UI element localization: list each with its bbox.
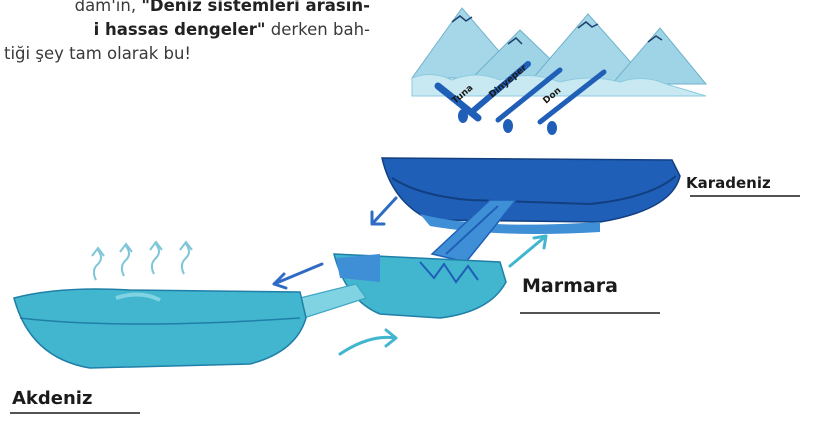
water-drop xyxy=(503,119,513,133)
deep-flow-arrow xyxy=(340,330,396,354)
deep-flow-arrow xyxy=(510,236,546,266)
mediterranean-basin xyxy=(14,289,306,368)
label-karadeniz: Karadeniz xyxy=(686,174,771,192)
water-drop xyxy=(458,109,468,123)
label-akdeniz: Akdeniz xyxy=(12,388,92,409)
mountains xyxy=(412,8,706,96)
dardanelles-strait xyxy=(300,284,366,318)
surface-flow-arrow xyxy=(274,264,322,288)
marmara-basin xyxy=(334,254,506,318)
label-marmara: Marmara xyxy=(522,275,618,297)
evaporation-arrows xyxy=(92,242,192,280)
black-sea-basin xyxy=(382,158,680,234)
surface-flow-arrow xyxy=(372,198,396,224)
water-drop xyxy=(547,121,557,135)
